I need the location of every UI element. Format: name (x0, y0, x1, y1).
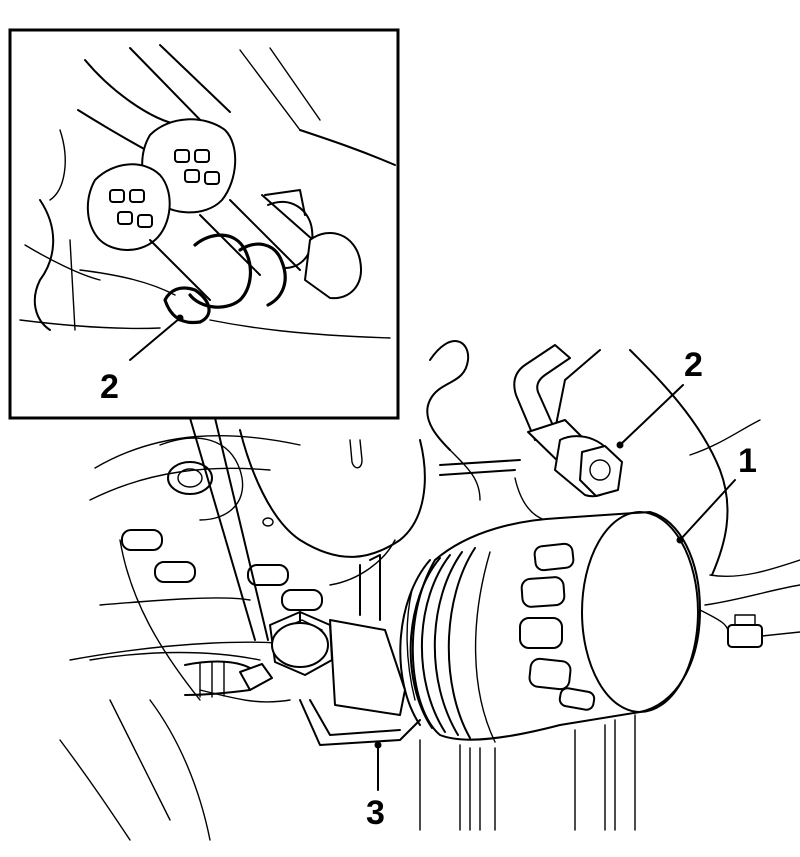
callout-2-main: 2 (616, 346, 703, 449)
callout-2-inset: 2 (100, 314, 184, 406)
oil-pipe (439, 344, 623, 521)
mounting-bracket (184, 554, 421, 746)
inset-leader-lines (189, 417, 269, 641)
callout-3-label: 3 (366, 794, 385, 832)
inset-pipes (19, 44, 396, 339)
callout-3: 3 (366, 741, 385, 832)
callout-2-main-label: 2 (684, 346, 703, 384)
callout-2-inset-label: 2 (100, 368, 119, 406)
oil-filter (399, 511, 701, 743)
engine-block-background (59, 340, 800, 841)
callout-1: 1 (676, 442, 757, 544)
callout-1-label: 1 (738, 442, 757, 480)
detail-inset (8, 28, 400, 420)
